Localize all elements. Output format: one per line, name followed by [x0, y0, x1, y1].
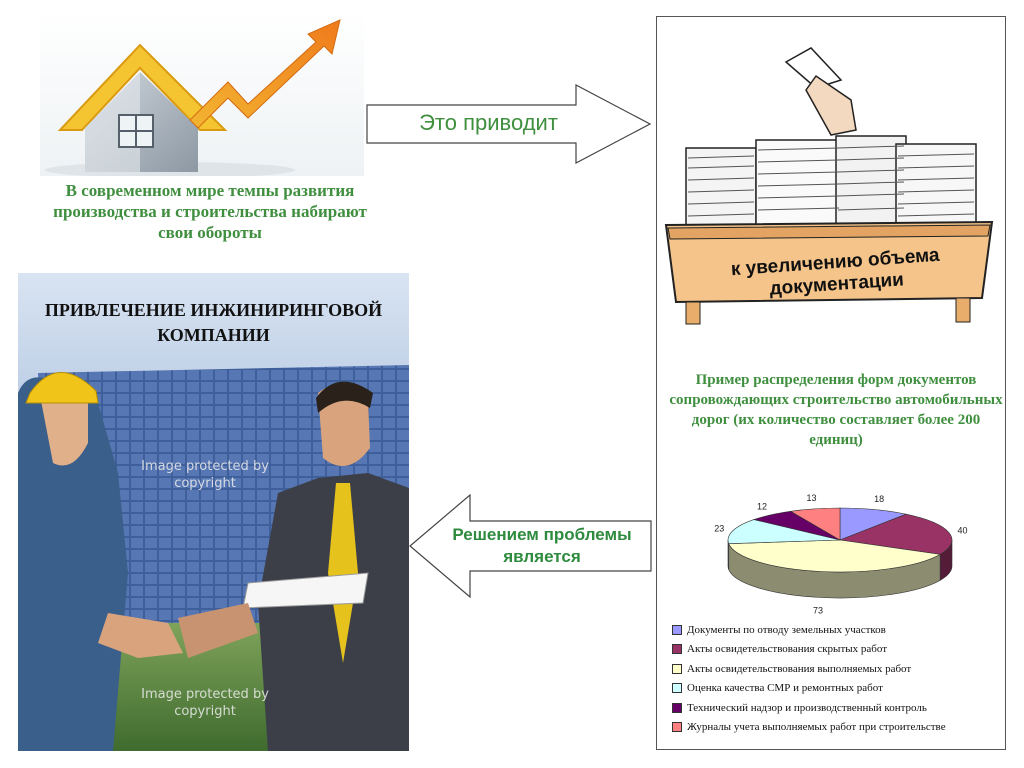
legend-label-4: Оценка качества СМР и ремонтных работ	[687, 682, 883, 695]
legend-item-2: Акты освидетельствования скрытых работ	[672, 640, 1004, 660]
legend-swatch-1	[672, 624, 682, 635]
pie-slice-side-4	[727, 539, 730, 570]
house-growth-illustration	[40, 10, 364, 176]
arrow-right-label: Это приводит	[419, 110, 558, 135]
arrow-right-shape	[366, 84, 652, 164]
legend-item-3: Акты освидетельствования выполняемых раб…	[672, 659, 1004, 679]
pie-slice-1	[839, 507, 908, 541]
pie-slice-6	[789, 507, 841, 541]
legend-label-6: Журналы учета выполняемых работ при стро…	[687, 721, 946, 734]
legend-label-3: Акты освидетельствования выполняемых раб…	[687, 662, 912, 675]
legend-item-4: Оценка качества СМР и ремонтных работ	[672, 679, 1004, 699]
photo-title: ПРИВЛЕЧЕНИЕ ИНЖИНИРИНГОВОЙ КОМПАНИИ	[44, 300, 383, 345]
handshake-photo	[18, 273, 409, 751]
legend-swatch-3	[672, 663, 682, 674]
pie-value-label-4: 23	[714, 523, 724, 533]
watermark-bottom: Image protected by copyright	[141, 687, 269, 719]
legend-label-5: Технический надзор и производственный ко…	[687, 701, 927, 714]
pie-slice-2	[838, 513, 953, 555]
pie-value-label-3: 73	[813, 605, 823, 615]
pie-value-label-6: 13	[806, 493, 816, 503]
pie-chart: 18 40 73 23 12 13	[714, 493, 967, 615]
paperwork-desk-illustration	[664, 47, 994, 325]
pie-slice-3	[728, 539, 942, 573]
arrow-left-shape	[409, 494, 652, 598]
legend-swatch-5	[672, 702, 682, 713]
legend-label-2: Акты освидетельствования скрытых работ	[687, 643, 888, 656]
pie-value-label-1: 18	[874, 494, 884, 504]
pie-slice-4	[727, 519, 841, 544]
chart-caption: Пример распределения форм документов соп…	[669, 372, 1003, 448]
trend-caption: В современном мире темпы развития произв…	[53, 181, 367, 242]
documents-panel	[656, 16, 1006, 750]
pie-value-label-2: 40	[957, 526, 967, 536]
legend-item-6: Журналы учета выполняемых работ при стро…	[672, 718, 1004, 738]
legend-swatch-2	[672, 644, 682, 655]
watermark-top: Image protected by copyright	[141, 459, 269, 491]
legend-label-1: Документы по отводу земельных участков	[687, 623, 886, 636]
legend-swatch-6	[672, 722, 682, 733]
pie-value-label-5: 12	[757, 501, 767, 511]
arrow-left-label: Решением проблемы является	[452, 525, 632, 566]
legend-item-5: Технический надзор и производственный ко…	[672, 698, 1004, 718]
legend-item-1: Документы по отводу земельных участков	[672, 620, 1004, 640]
legend-swatch-4	[672, 683, 682, 694]
